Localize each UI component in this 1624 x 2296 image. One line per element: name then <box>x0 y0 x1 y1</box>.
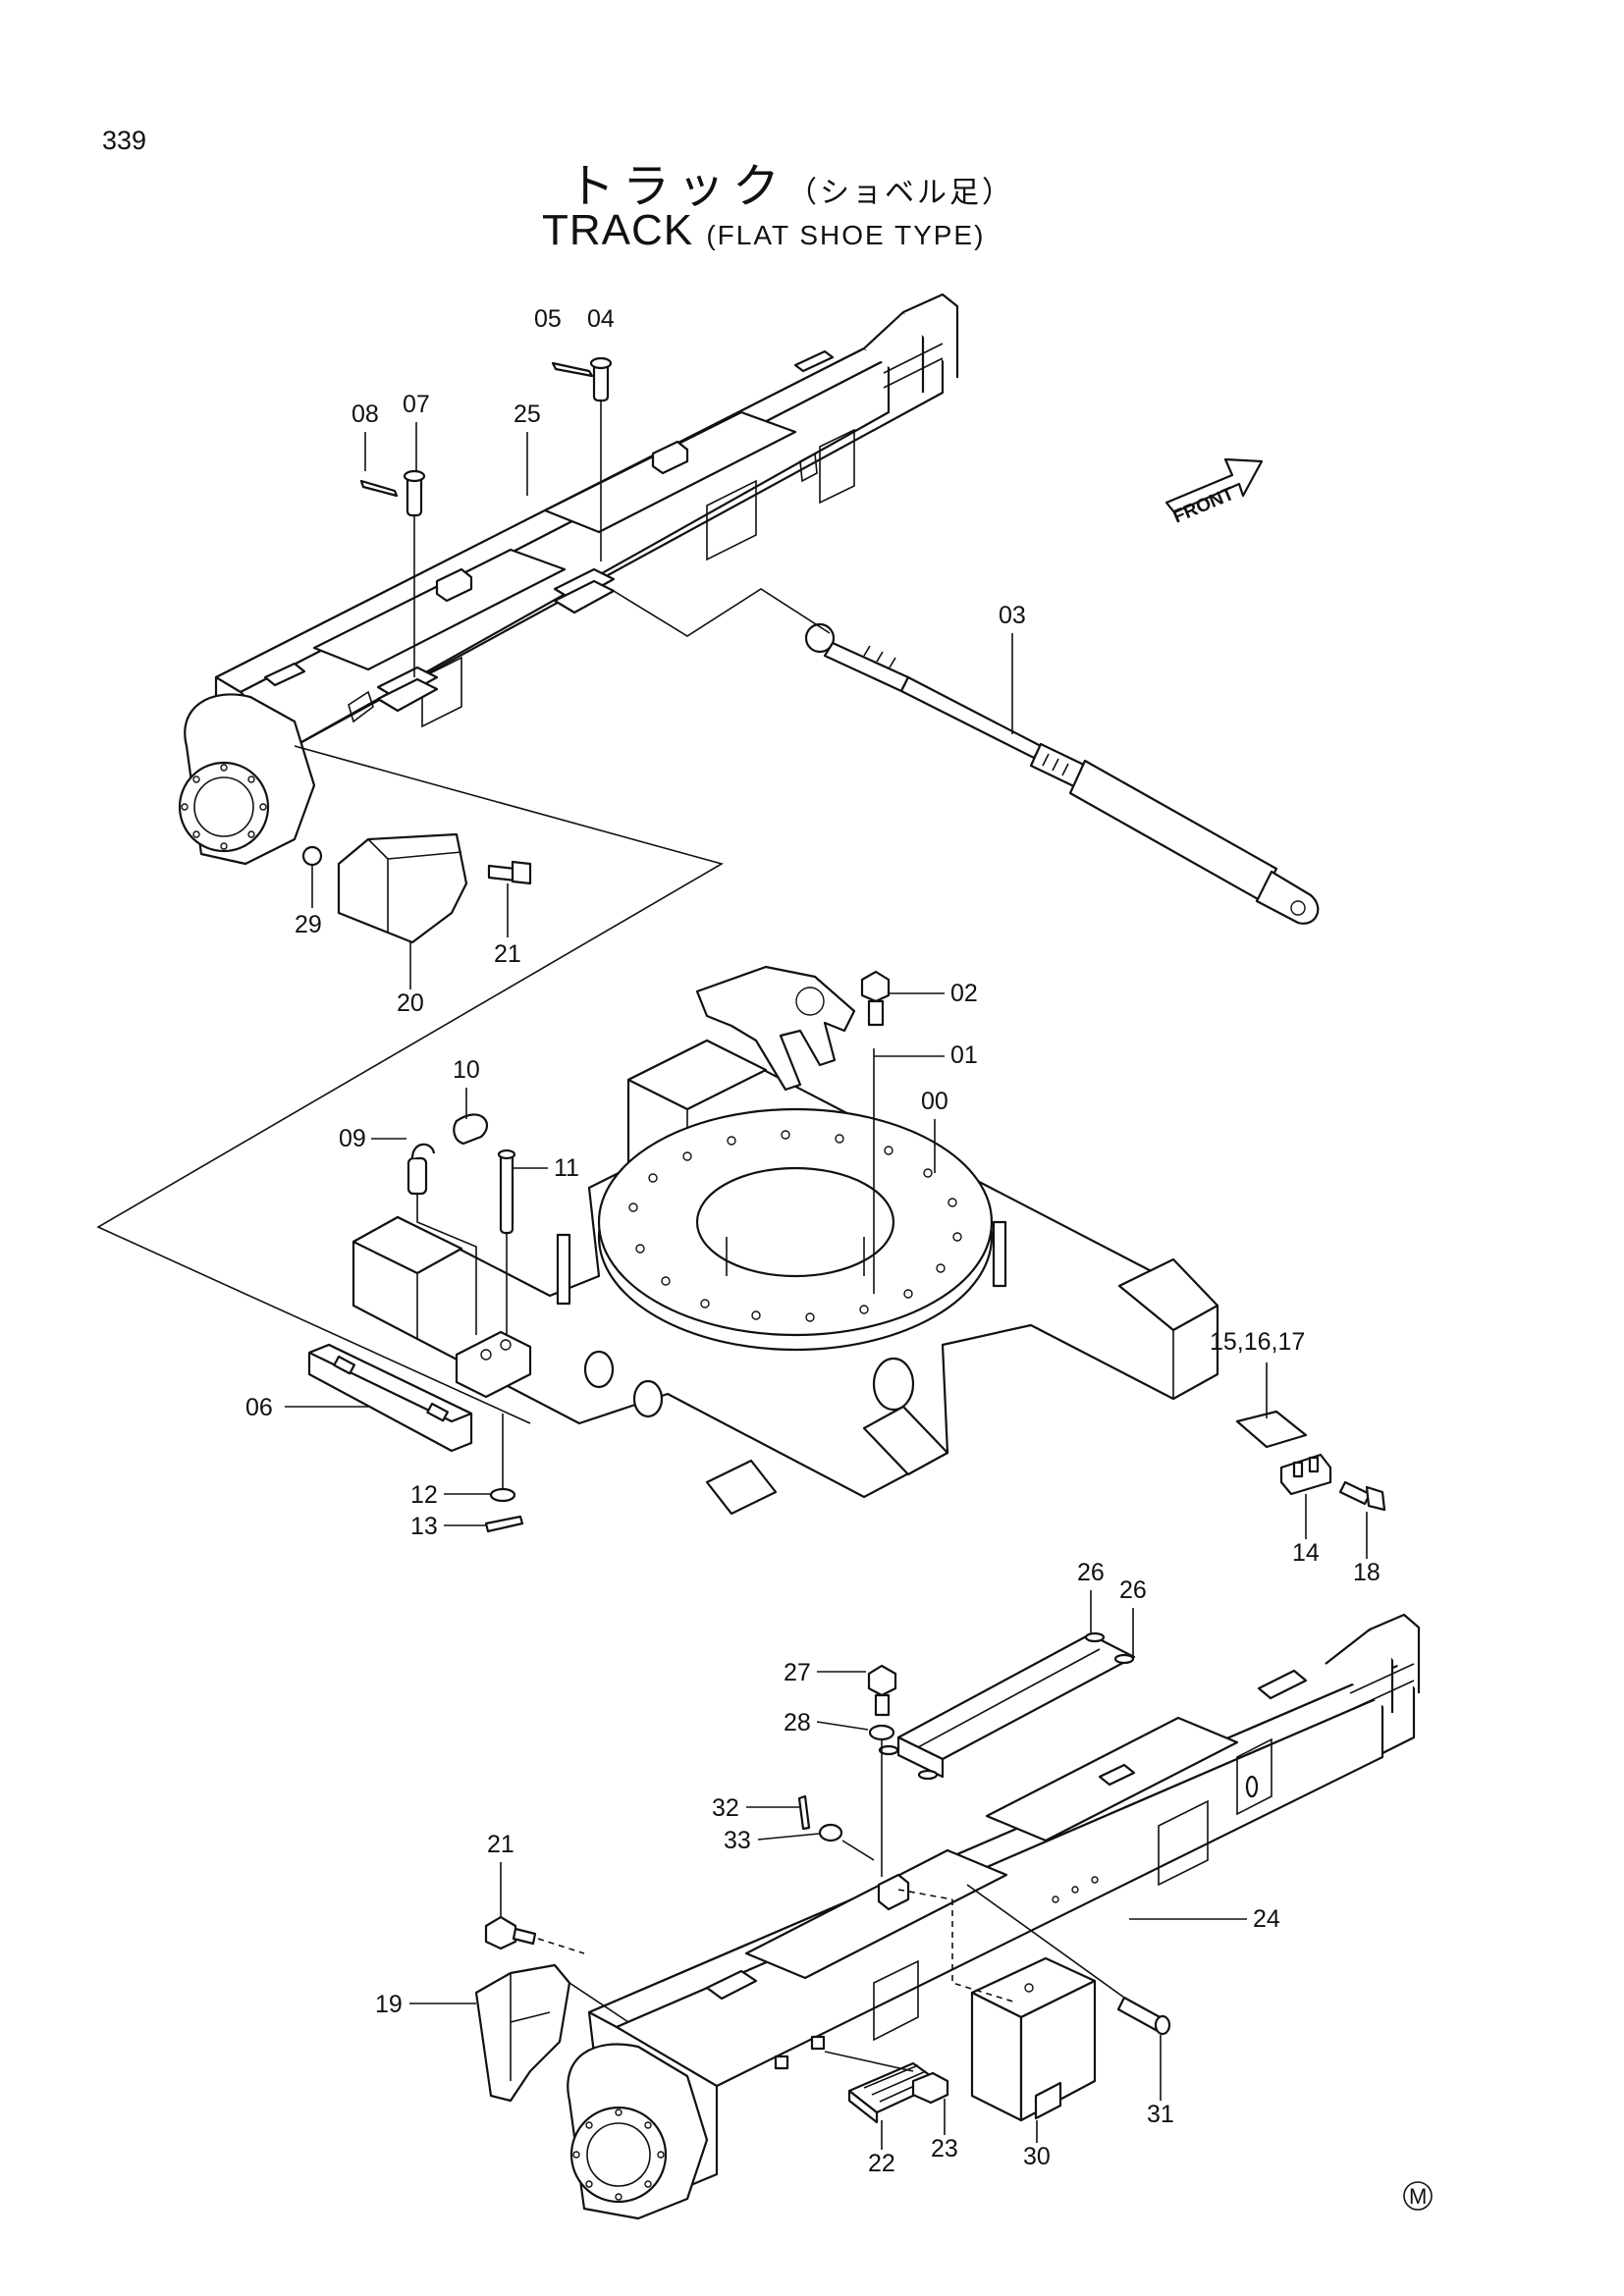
bracket-01 <box>695 965 856 1092</box>
title-english-main: TRACK <box>542 206 694 254</box>
plate-15-16-17 <box>1235 1410 1308 1449</box>
label-05: 05 <box>534 305 562 333</box>
swing-ring-bolt-holes <box>628 1130 962 1322</box>
corner-mark: M <box>1403 2181 1433 2211</box>
lower-idler-bolt-circle <box>572 2109 665 2201</box>
pin-08 <box>359 479 399 498</box>
label-27: 27 <box>784 1659 811 1686</box>
plug-29 <box>301 845 323 867</box>
block-14 <box>1279 1453 1332 1496</box>
title-japanese-sub: （ショベル足） <box>787 176 1015 210</box>
bolt-18 <box>1338 1480 1386 1512</box>
part-labels: 05 04 08 07 25 03 29 21 20 02 01 00 10 0… <box>245 305 1380 2177</box>
cover-20 <box>337 832 468 944</box>
bolt-27 <box>867 1664 897 1717</box>
lower-track-frame <box>567 1613 1421 2220</box>
idler-bolt-circle <box>181 764 267 850</box>
label-03: 03 <box>999 602 1026 629</box>
title-english: TRACK (FLAT SHOE TYPE) <box>542 206 985 255</box>
label-14: 14 <box>1292 1539 1320 1567</box>
plate-06 <box>307 1343 473 1453</box>
bolt-21-lower <box>484 1915 537 1950</box>
guard-26 <box>878 1631 1136 1781</box>
label-07: 07 <box>403 391 430 418</box>
pin-11 <box>497 1148 516 1235</box>
bolt-21-upper <box>487 860 532 885</box>
label-06: 06 <box>245 1394 273 1421</box>
label-24: 24 <box>1253 1905 1280 1933</box>
shim-12 <box>489 1487 516 1503</box>
label-22: 22 <box>868 2150 895 2177</box>
label-26b: 26 <box>1119 1576 1147 1604</box>
pin-32 <box>797 1794 811 1831</box>
label-30: 30 <box>1023 2143 1051 2170</box>
label-21-upper: 21 <box>494 940 521 968</box>
label-25: 25 <box>514 400 541 428</box>
label-15-16-17: 15,16,17 <box>1210 1328 1305 1356</box>
label-08: 08 <box>352 400 379 428</box>
label-32: 32 <box>712 1794 739 1822</box>
title-japanese: トラック（ショベル足） <box>568 147 1014 216</box>
block-30 <box>970 1956 1097 2122</box>
pin-10 <box>453 1113 488 1146</box>
label-26a: 26 <box>1077 1559 1105 1586</box>
pin-09 <box>406 1143 436 1196</box>
label-20: 20 <box>397 989 424 1017</box>
label-04: 04 <box>587 305 615 333</box>
pin-04 <box>589 356 613 402</box>
recoil-cylinder <box>804 622 1320 925</box>
label-11: 11 <box>554 1154 579 1182</box>
label-33: 33 <box>724 1827 751 1854</box>
lower-chassis <box>352 1039 1219 1516</box>
label-01: 01 <box>950 1041 978 1069</box>
label-23: 23 <box>931 2135 958 2163</box>
page-number: 339 <box>102 126 147 155</box>
label-19: 19 <box>375 1991 403 2018</box>
label-18: 18 <box>1353 1559 1380 1586</box>
pin-05 <box>551 361 594 378</box>
label-13: 13 <box>410 1513 438 1540</box>
pin-31 <box>1116 1996 1171 2036</box>
label-09: 09 <box>339 1125 366 1152</box>
bolt-02 <box>860 970 891 1027</box>
label-31: 31 <box>1147 2101 1174 2128</box>
label-00: 00 <box>921 1088 948 1115</box>
label-28: 28 <box>784 1709 811 1736</box>
washer-33 <box>818 1823 843 1842</box>
pin-07 <box>403 469 426 517</box>
bolt-13 <box>484 1515 524 1533</box>
cover-19 <box>474 1963 571 2103</box>
upper-track-frame <box>178 293 959 866</box>
label-10: 10 <box>453 1056 480 1084</box>
washer-28 <box>868 1724 895 1741</box>
title-japanese-main: トラック <box>568 159 788 214</box>
label-02: 02 <box>950 980 978 1007</box>
label-12: 12 <box>410 1481 438 1509</box>
bolt-23 <box>911 2071 949 2105</box>
label-29: 29 <box>295 911 322 938</box>
front-direction-arrow: FRONT <box>1164 457 1264 528</box>
corner-mark-label: M <box>1409 2184 1427 2209</box>
label-21-lower: 21 <box>487 1831 514 1858</box>
title-english-sub: (FLAT SHOE TYPE) <box>706 220 986 250</box>
